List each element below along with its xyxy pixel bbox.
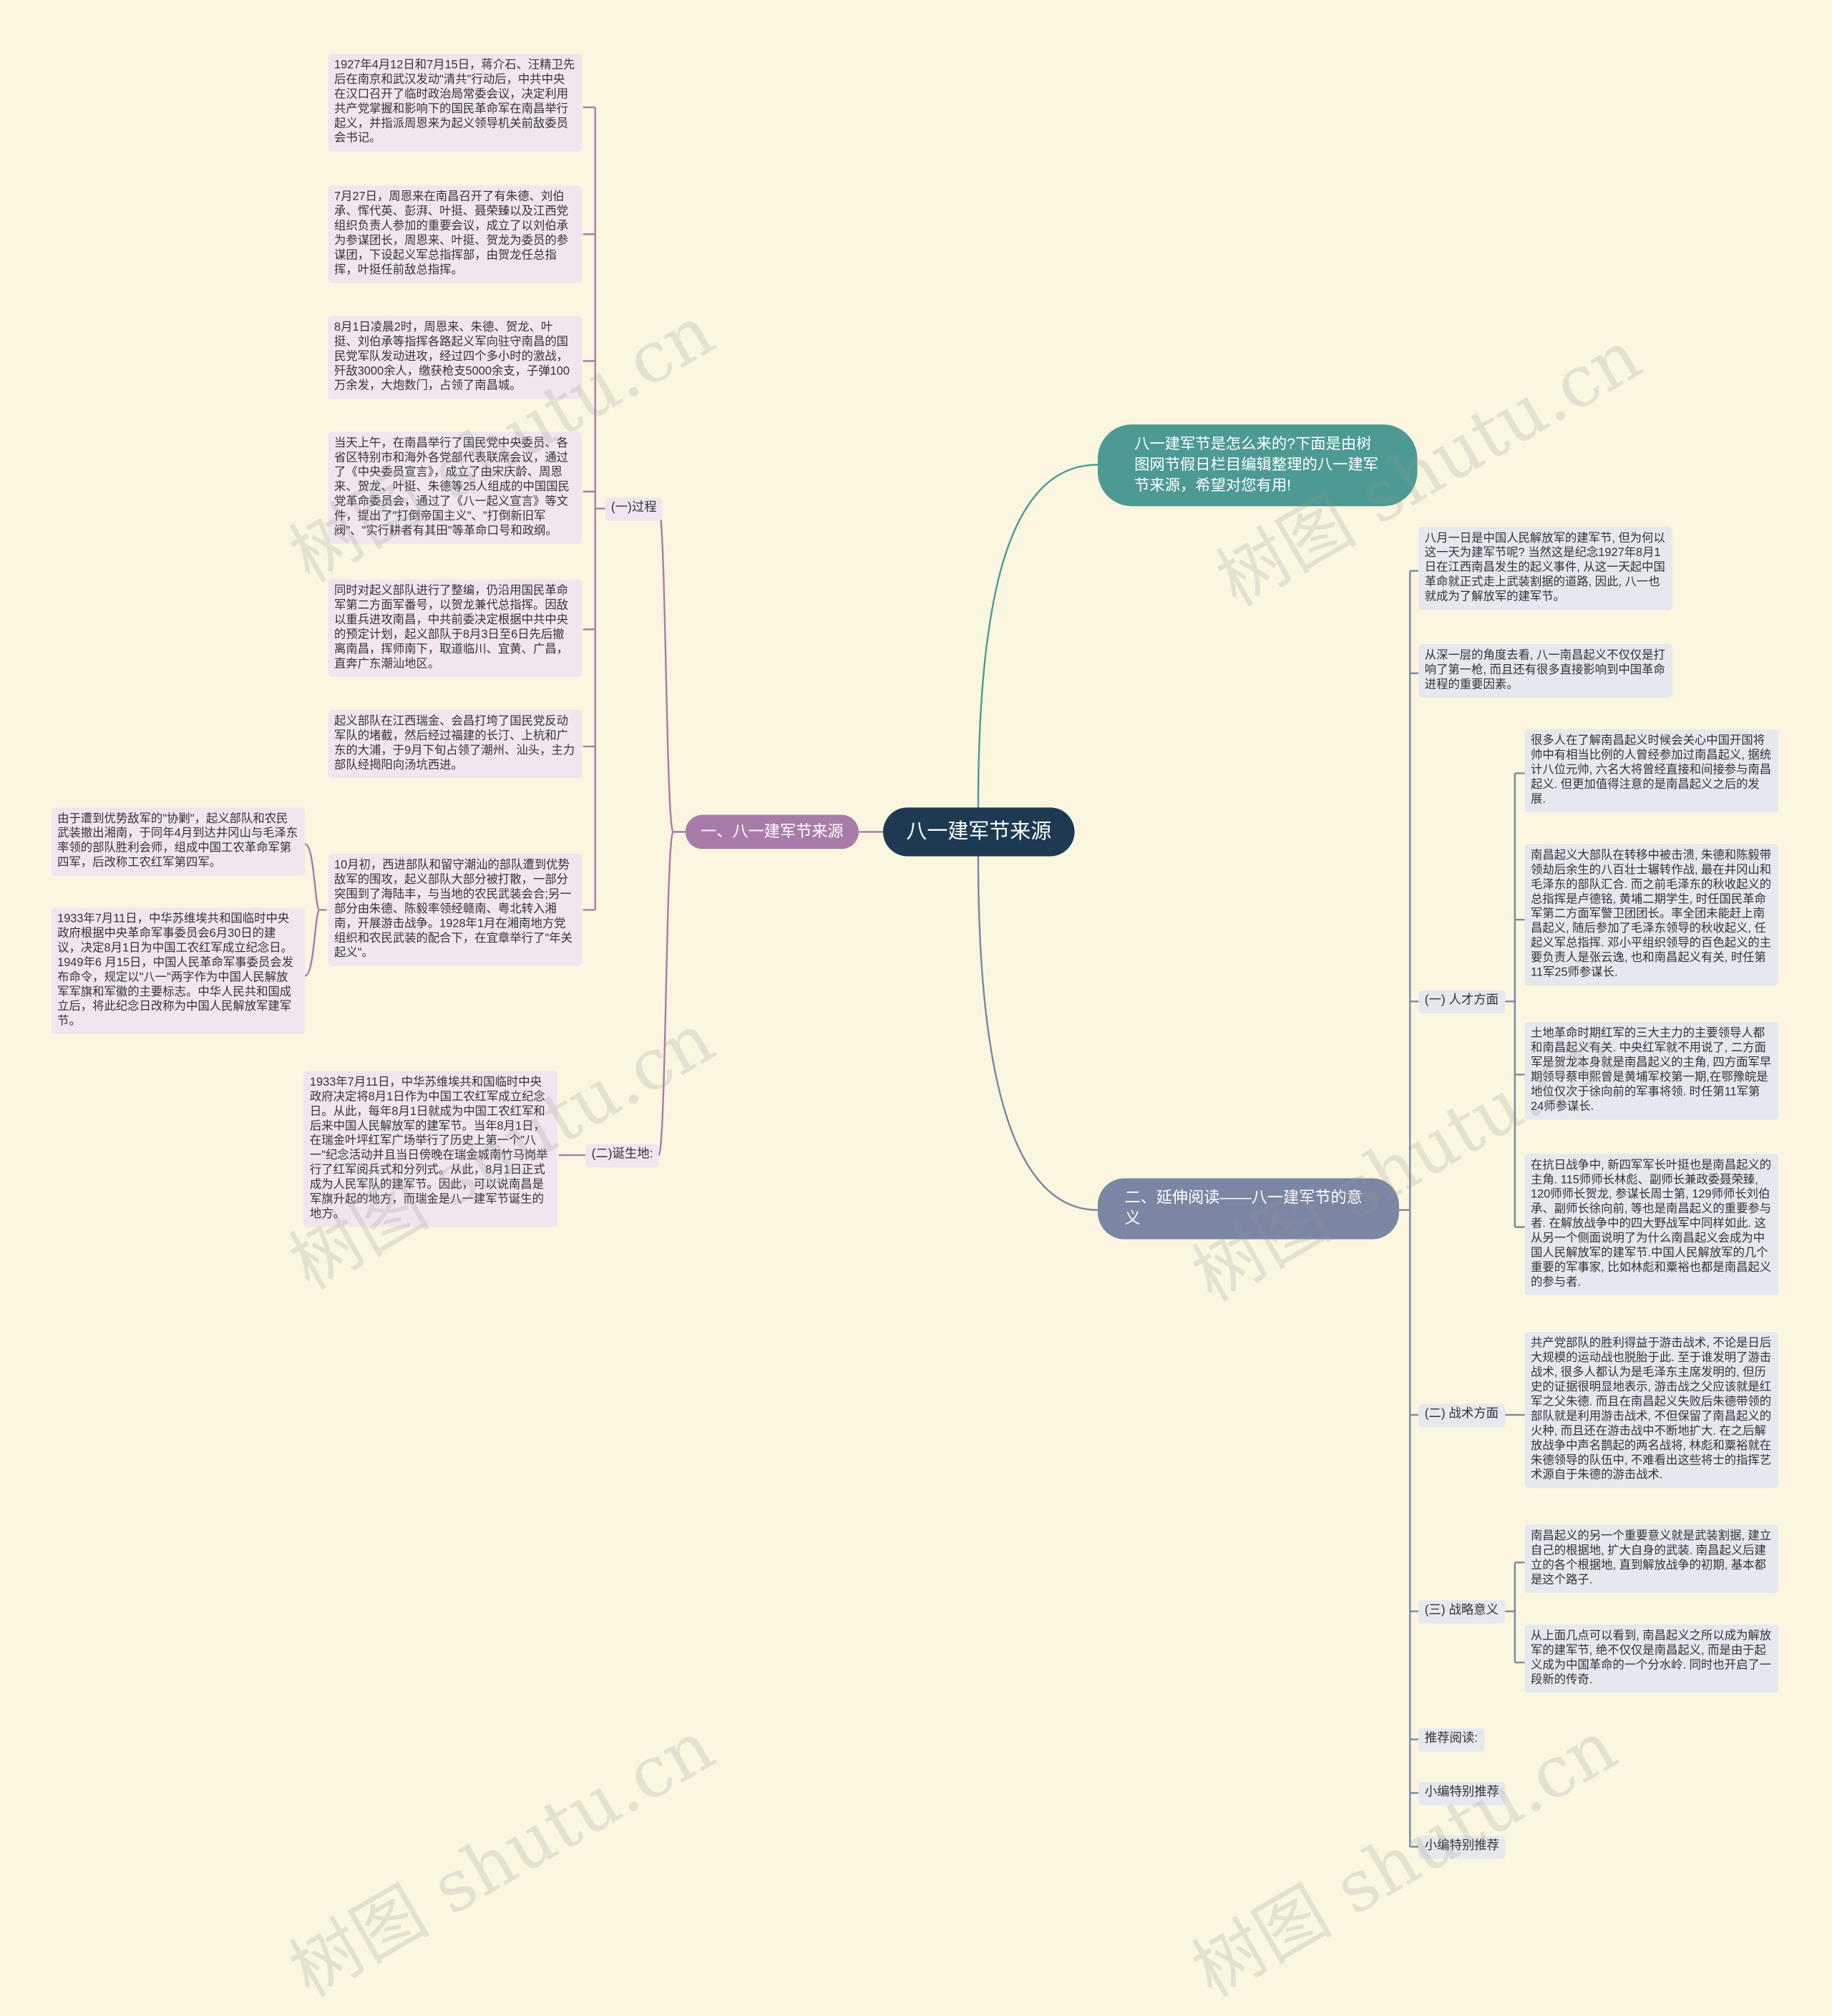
birthplace-label[interactable]: (二)诞生地: [585,1144,660,1167]
process-label[interactable]: (一)过程 [605,497,663,521]
recommended-link-1[interactable]: 小编特别推荐 [1418,1782,1506,1806]
talent-label[interactable]: (一) 人才方面 [1418,990,1505,1013]
talent-item-2: 南昌起义大部队在转移中被击溃, 朱德和陈毅带领劫后余生的八百壮士辗转作战, 最在… [1524,844,1779,985]
process-item-5: 同时对起义部队进行了整编，仍沿用国民革命军第二方面军番号，以贺龙兼代总指挥。因敌… [328,579,582,677]
talent-item-3: 土地革命时期红军的三大主力的主要领导人都和南昌起义有关. 中央红军就不用说了, … [1524,1022,1779,1120]
significance-para-2: 从深一层的角度去看, 八一南昌起义不仅仅是打响了第一枪, 而且还有很多直接影响到… [1418,643,1672,698]
significance-para-1: 八月一日是中国人民解放军的建军节, 但为何以这一天为建军节呢? 当然这是纪念19… [1418,527,1672,610]
process-sub-note-1: 由于遭到优势敌军的"协剿"，起义部队和农民武装撤出湘南，于同年4月到达井冈山与毛… [51,807,306,876]
intro-topic[interactable]: 八一建军节是怎么来的?下面是由树图网节假日栏目编辑整理的八一建军节来源，希望对您… [1097,424,1418,506]
process-item-7: 10月初，西进部队和留守潮汕的部队遭到优势敌军的围攻，起义部队大部分被打散，一部… [328,854,582,966]
process-item-4: 当天上午，在南昌举行了国民党中央委员、各省区特别市和海外各党部代表联席会议，通过… [328,432,582,544]
mind-map: 八一建军节来源 八一建军节是怎么来的?下面是由树图网节假日栏目编辑整理的八一建军… [51,53,1779,2013]
talent-item-1: 很多人在了解南昌起义时候会关心中国开国将帅中有相当比例的人曾经参加过南昌起义, … [1524,729,1779,812]
birthplace-text: 1933年7月11日，中华苏维埃共和国临时中央政府决定将8月1日作为中国工农红军… [303,1071,557,1227]
process-item-2: 7月27日，周恩来在南昌召开了有朱德、刘伯承、恽代英、彭湃、叶挺、聂荣臻以及江西… [328,185,582,283]
tactics-text: 共产党部队的胜利得益于游击战术, 不论是日后大规模的运动战也脱胎于此. 至于谁发… [1524,1332,1779,1489]
strategy-item-1: 南昌起义的另一个重要意义就是武装割据, 建立自己的根据地, 扩大自身的武装. 南… [1524,1524,1779,1593]
connector-lines [304,106,1525,1848]
process-sub-note-2: 1933年7月11日，中华苏维埃共和国临时中央政府根据中央革命军事委员会6月30… [51,907,306,1035]
talent-item-4: 在抗日战争中, 新四军军长叶挺也是南昌起义的主角. 115师师长林彪、副师长兼政… [1524,1154,1779,1295]
strategy-item-2: 从上面几点可以看到, 南昌起义之所以成为解放军的建军节, 绝不仅仅是南昌起义, … [1524,1625,1779,1693]
strategy-label[interactable]: (三) 战略意义 [1418,1600,1505,1624]
tactics-label[interactable]: (二) 战术方面 [1418,1403,1505,1427]
recommended-link-2[interactable]: 小编特别推荐 [1418,1836,1506,1859]
process-item-3: 8月1日凌晨2时，周恩来、朱德、贺龙、叶挺、刘伯承等指挥各路起义军向驻守南昌的国… [328,316,582,399]
process-item-1: 1927年4月12日和7月15日，蒋介石、汪精卫先后在南京和武汉发动"清共"行动… [328,53,582,152]
branch-origin[interactable]: 一、八一建军节来源 [685,814,859,849]
process-item-6: 起义部队在江西瑞金、会昌打垮了国民党反动军队的堵截，然后经过福建的长汀、上杭和广… [328,709,582,779]
recommended-label[interactable]: 推荐阅读: [1418,1728,1484,1752]
root-topic[interactable]: 八一建军节来源 [882,807,1075,857]
branch-significance[interactable]: 二、延伸阅读——八一建军节的意义 [1097,1178,1399,1240]
